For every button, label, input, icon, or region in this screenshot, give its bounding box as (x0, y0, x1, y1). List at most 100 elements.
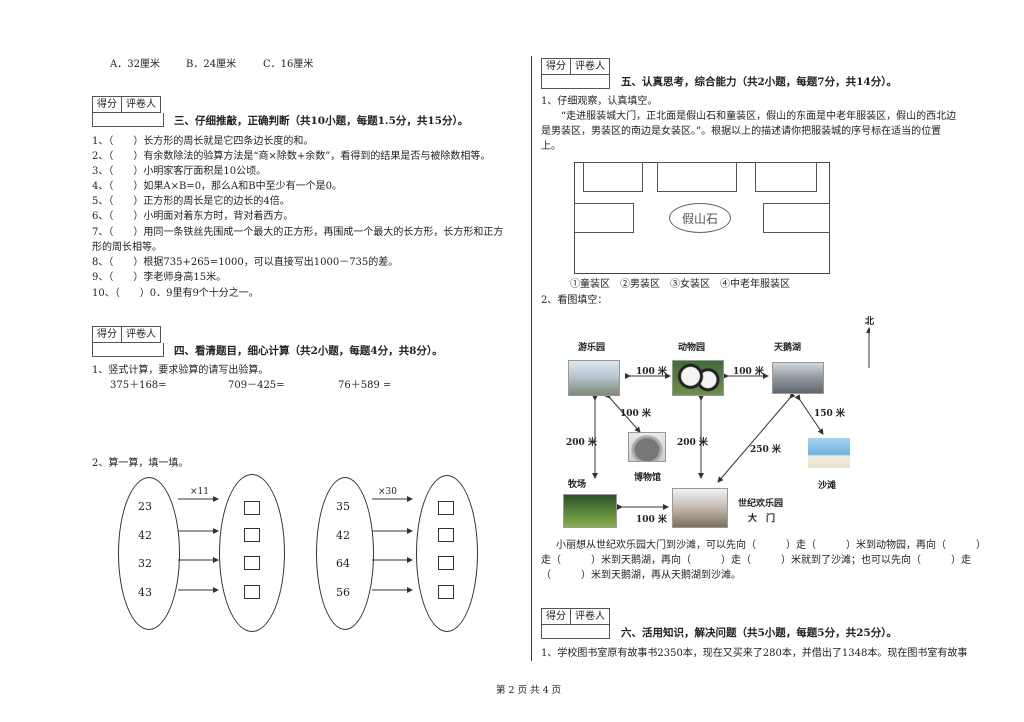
input-number: 64 (336, 557, 350, 570)
judge-item: 10、（ ）0．9里有9个十分之一。 (92, 288, 259, 299)
option-c: C．16厘米 (263, 59, 314, 70)
judge-item: 9、（ ）李老师身高15米。 (92, 272, 227, 283)
section3-title: 三、仔细推敲，正确判断（共10小题，每题1.5分，共15分）。 (174, 115, 469, 127)
calc-1: 375＋168= (110, 380, 167, 391)
gate-image (672, 488, 728, 528)
mall-map: 假山石 (574, 162, 830, 274)
score-label: 得分 (97, 329, 117, 340)
score-label: 得分 (546, 61, 566, 72)
calc-question: 1、竖式计算，要求验算的请写出验算。 (92, 365, 269, 376)
fill-question: 2、算一算，填一填。 (92, 458, 189, 469)
score-box-6-blank (541, 625, 610, 639)
route-map (592, 327, 870, 510)
fill-line: 小丽想从世纪欢乐园大门到沙滩，可以先向（ ）走（ ）米到动物园，再向（ ） (556, 540, 986, 551)
farm-image (563, 494, 617, 528)
grader-label: 评卷人 (570, 609, 609, 624)
input-number: 23 (138, 500, 152, 513)
score-box-4-blank (92, 343, 164, 357)
answer-box[interactable] (244, 556, 260, 570)
park-label: 游乐园 (578, 343, 606, 353)
distance-label: 250 米 (750, 445, 781, 455)
page-footer: 第 2 页 共 4 页 (496, 685, 562, 696)
distance-label: 200 米 (566, 438, 597, 448)
operation-label: ×11 (190, 487, 209, 497)
judge-item: 7、（ ）用同一条铁丝先围成一个最大的正方形，再围成一个最大的长方形，长方形和正… (92, 227, 504, 238)
distance-label: 100 米 (733, 367, 764, 377)
calc-3: 76＋589 = (338, 380, 392, 391)
map-question: 2、看图填空： (541, 295, 608, 306)
zone-slot[interactable] (574, 203, 634, 233)
park-image (568, 360, 620, 396)
zone-legend: ①童装区 ②男装区 ③女装区 ④中老年服装区 (570, 279, 790, 290)
input-ellipse (118, 477, 180, 630)
distance-label: 200 米 (677, 438, 708, 448)
judge-item-cont: 形的周长相等。 (92, 242, 162, 253)
zone-slot[interactable] (763, 203, 830, 233)
section6-title: 六、活用知识，解决问题（共5小题，每题5分，共25分）。 (621, 627, 897, 639)
column-divider (531, 56, 532, 661)
lake-label: 天鹅湖 (774, 343, 802, 353)
gate-label-2: 大 门 (748, 514, 776, 524)
input-ellipse (316, 477, 374, 630)
paragraph-line: “走进服装城大门，正北面是假山石和童装区，假山的东面是中老年服装区，假山的西北边 (561, 111, 957, 122)
farm-label: 牧场 (568, 480, 587, 490)
input-number: 43 (138, 586, 152, 599)
answer-box[interactable] (438, 585, 454, 599)
zone-slot[interactable] (755, 162, 817, 192)
grader-label: 评卷人 (570, 59, 609, 74)
input-number: 35 (336, 500, 350, 513)
zoo-label: 动物园 (678, 343, 706, 353)
rock-ellipse: 假山石 (669, 203, 731, 233)
answer-box[interactable] (244, 528, 260, 542)
answer-box[interactable] (244, 501, 260, 515)
answer-box[interactable] (438, 501, 454, 515)
zoo-image (672, 360, 724, 396)
judge-item: 6、（ ）小明面对着东方时，背对着西方。 (92, 211, 294, 222)
grader-label: 评卷人 (121, 97, 160, 112)
input-number: 56 (336, 586, 350, 599)
score-box-3-blank (92, 113, 164, 127)
beach-label: 沙滩 (818, 481, 837, 491)
judge-item: 4、（ ）如果A×B=0，那么A和B中至少有一个是0。 (92, 181, 342, 192)
score-box-4: 得分 评卷人 (92, 326, 161, 343)
output-ellipse (219, 474, 285, 632)
answer-box[interactable] (438, 556, 454, 570)
operation-label: ×30 (378, 487, 397, 497)
input-number: 42 (138, 529, 152, 542)
north-label: 北 (865, 317, 875, 327)
score-label: 得分 (97, 99, 117, 110)
paragraph-line: 是男装区，男装区的南边是女装区。”。根据以上的描述请你把服装城的序号标在适当的位… (541, 126, 942, 137)
option-a: A．32厘米 (110, 59, 160, 70)
distance-label: 150 米 (814, 409, 845, 419)
zone-slot[interactable] (657, 162, 737, 192)
answer-box[interactable] (244, 585, 260, 599)
calc-2: 709－425= (228, 380, 285, 391)
rock-label: 假山石 (681, 211, 718, 226)
museum-label: 博物馆 (634, 473, 662, 483)
distance-label: 100 米 (636, 515, 667, 525)
gate-label-1: 世纪欢乐园 (738, 499, 784, 509)
judge-item: 3、（ ）小明家客厅面积是10公顷。 (92, 166, 267, 177)
output-ellipse (416, 475, 478, 632)
lake-image (772, 362, 824, 394)
arrows-group1 (178, 496, 219, 593)
beach-image (808, 438, 850, 468)
observe-question: 1、仔细观察，认真填空。 (541, 96, 658, 107)
score-box-6: 得分 评卷人 (541, 608, 610, 625)
fill-line: （ ）米到天鹅湖，再从天鹅湖到沙滩。 (541, 570, 741, 581)
zone-slot[interactable] (583, 162, 643, 192)
score-box-3: 得分 评卷人 (92, 96, 161, 113)
score-box-5: 得分 评卷人 (541, 58, 610, 75)
distance-label: 100 米 (620, 409, 651, 419)
paragraph-line: 上。 (541, 141, 561, 152)
museum-image (628, 432, 666, 462)
judge-item: 5、（ ）正方形的周长是它的边长的4倍。 (92, 196, 290, 207)
judge-item: 2、（ ）有余数除法的验算方法是“商×除数+余数”，看得到的结果是否与被除数相等… (92, 151, 491, 162)
arrows-group2 (372, 496, 413, 593)
judge-item: 8、（ ）根据735+265=1000，可以直接写出1000－735的差。 (92, 257, 399, 268)
input-number: 42 (336, 529, 350, 542)
section5-title: 五、认真思考，综合能力（共2小题，每题7分，共14分）。 (621, 76, 897, 88)
judge-item: 1、（ ）长方形的周长就是它四条边长度的和。 (92, 136, 314, 147)
section4-title: 四、看清题目，细心计算（共2小题，每题4分，共8分）。 (174, 345, 443, 357)
answer-box[interactable] (438, 528, 454, 542)
